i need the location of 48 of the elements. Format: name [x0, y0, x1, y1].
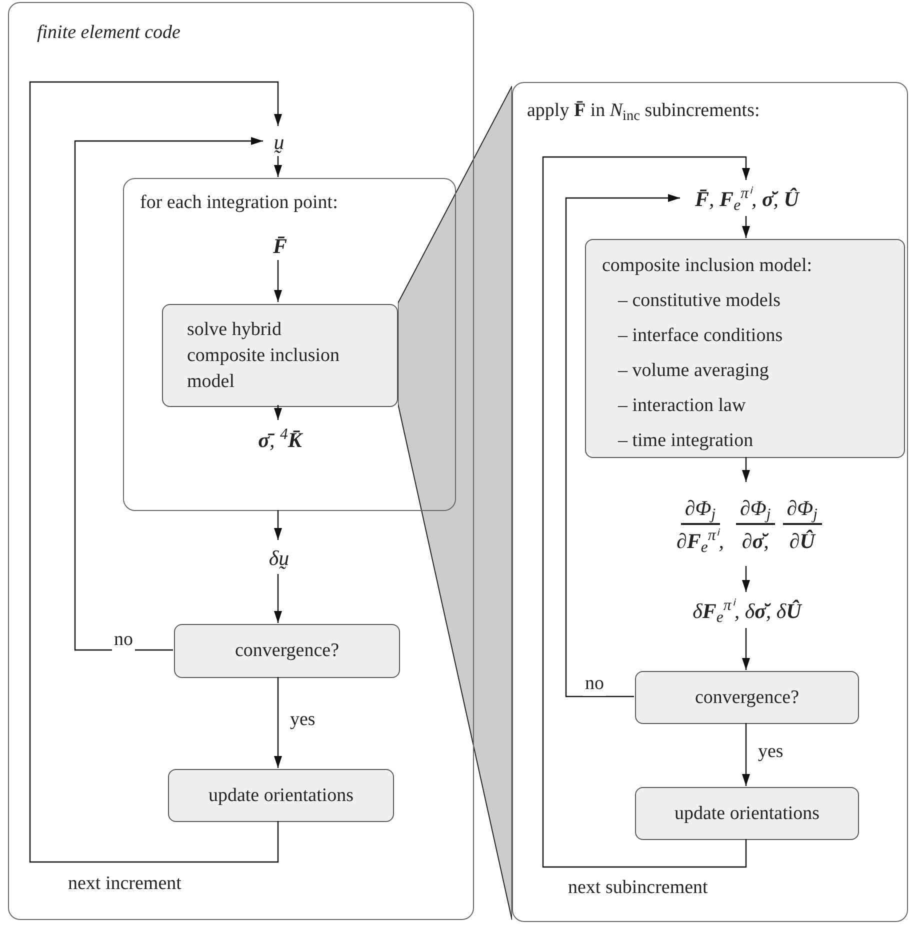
math-expression: δṵ	[259, 541, 299, 575]
fraction: ∂Φ$_{j}$ ∂F$_{e}$$^{πⁱ}$,	[672, 493, 728, 557]
math-expression: σ̄, $^{4}$K̄	[220, 422, 340, 458]
list-item: – volume averaging	[616, 359, 770, 383]
arrow	[274, 574, 282, 623]
math-expression: ṵ	[264, 127, 294, 157]
arrow	[542, 156, 750, 868]
frame-panel	[512, 82, 908, 922]
box-label: convergence?	[234, 639, 340, 663]
list-item: – interaction law	[616, 394, 747, 418]
arrow	[274, 510, 282, 540]
arrow	[742, 216, 750, 238]
frame-panel	[123, 178, 456, 511]
process-box	[635, 671, 859, 724]
box-label: update orientations	[208, 784, 354, 808]
zoom-wedge	[398, 86, 512, 920]
arrow	[29, 81, 282, 863]
panel-heading: finite element code	[37, 21, 180, 45]
arrow	[742, 457, 750, 482]
fraction: ∂Φ$_{j}$ ∂Û	[782, 493, 822, 557]
fraction: ∂Φ$_{j}$ ∂σ̆,	[736, 493, 775, 557]
list-item: – time integration	[616, 429, 754, 453]
math-expression: F̄, F$_{e}$$^{πⁱ}$, σ̆, Û	[681, 181, 813, 217]
process-box	[168, 769, 394, 822]
arrow	[742, 628, 750, 670]
frame-panel	[8, 2, 474, 920]
box-label: update orientations	[674, 802, 820, 826]
process-box	[162, 304, 398, 407]
arrow	[742, 723, 750, 786]
arrow	[274, 405, 282, 420]
arrow	[274, 677, 282, 768]
list-item: – interface conditions	[616, 324, 784, 348]
box-heading: composite inclusion model:	[602, 254, 814, 278]
math-expression: δF$_{e}$$^{πⁱ}$, δσ̆, δÛ	[657, 593, 837, 629]
process-box	[635, 787, 859, 840]
process-box	[585, 239, 905, 458]
arrow	[274, 156, 282, 177]
list-item: – constitutive models	[616, 289, 782, 313]
panel-heading: apply F̄ in N$_{inc}$ subincrements:	[527, 99, 760, 126]
process-box	[174, 624, 400, 678]
panel-heading: for each integration point:	[140, 191, 338, 215]
arrow	[742, 566, 750, 592]
arrow	[274, 260, 282, 302]
math-expression: F̄	[265, 230, 295, 262]
box-label: convergence?	[694, 686, 800, 710]
arrow	[565, 194, 680, 698]
arrow	[74, 137, 263, 651]
box-label: solve hybrid composite inclusion model	[186, 318, 341, 394]
